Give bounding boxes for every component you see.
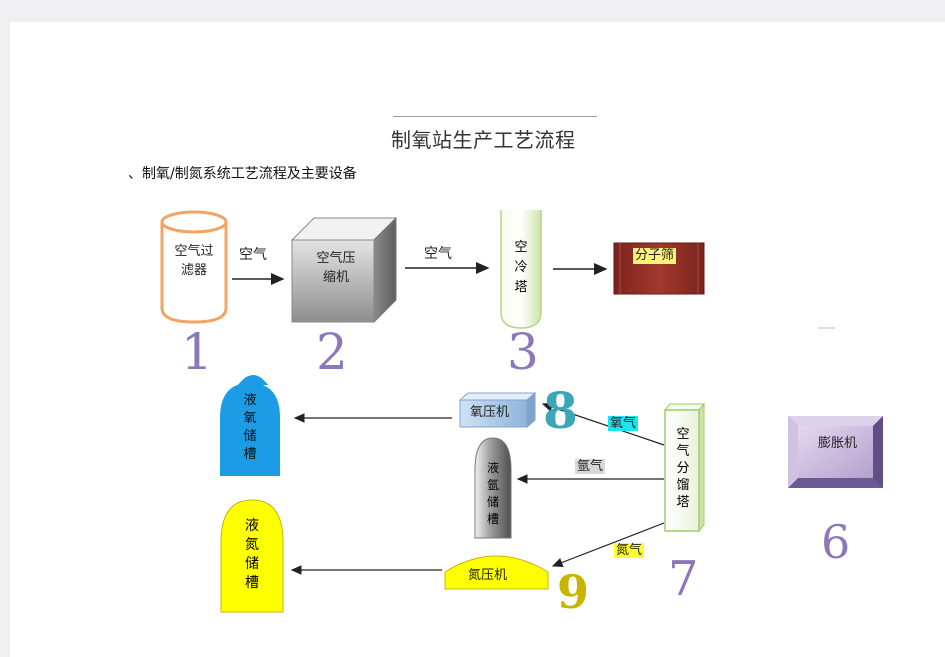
air-cooling-tower-label: 空冷塔 <box>514 240 528 295</box>
fractionation-tower-shape <box>663 402 706 533</box>
number-6: 6 <box>821 515 851 569</box>
expander-label: 膨胀机 <box>818 436 858 451</box>
liquid-oxygen-tank-label: 液氧储槽 <box>243 393 257 462</box>
nitrogen-flow-text: 氮气 <box>614 543 645 558</box>
document-page <box>10 22 945 657</box>
flow-label-nitrogen: 氮气 <box>614 541 645 560</box>
number-2: 2 <box>316 323 348 381</box>
title-rule <box>393 116 597 117</box>
number-7: 7 <box>668 551 699 607</box>
air-filter-label: 空气过滤器 <box>174 244 214 278</box>
flow-label-air-2: 空气 <box>424 246 452 262</box>
air-cooling-tower-shape <box>500 210 542 329</box>
liquid-oxygen-tank-shape <box>220 383 280 476</box>
oxygen-tank-cap <box>238 375 268 385</box>
flow-label-argon: 氩气 <box>575 457 606 476</box>
liquid-nitrogen-tank-label: 液氮储槽 <box>245 518 259 591</box>
argon-flow-text: 氩气 <box>575 459 606 474</box>
oxygen-flow-text: 氧气 <box>608 416 639 431</box>
page-title: 制氧站生产工艺流程 <box>391 128 576 152</box>
flow-label-oxygen: 氧气 <box>608 414 639 433</box>
liquid-nitrogen-tank-shape <box>220 499 284 613</box>
air-compressor-shape <box>290 216 398 324</box>
air-filter-shape <box>160 210 228 324</box>
oxygen-compressor-shape <box>458 391 537 429</box>
fractionation-tower-label: 空气分馏塔 <box>676 427 690 510</box>
nitrogen-compressor-shape <box>444 555 549 590</box>
number-8: 8 <box>543 381 578 440</box>
arrow-tower-to-oxygen-compressor <box>541 402 665 446</box>
number-1: 1 <box>181 323 213 381</box>
air-compressor-label: 空气压缩机 <box>316 251 356 285</box>
number-9: 9 <box>557 565 590 619</box>
arrow-tower-to-nitrogen-compressor <box>551 522 665 568</box>
flow-label-air-1: 空气 <box>239 247 267 263</box>
molecular-sieve-label: 分子筛 <box>633 248 677 264</box>
liquid-argon-tank-shape <box>474 437 512 539</box>
section-heading: 、制氧/制氮系统工艺流程及主要设备 <box>128 166 357 182</box>
nitrogen-compressor-label: 氮压机 <box>468 568 508 583</box>
liquid-argon-tank-label: 液氩储槽 <box>486 461 499 526</box>
number-3: 3 <box>507 323 539 381</box>
expander-shape <box>788 416 883 488</box>
oxygen-compressor-label: 氧压机 <box>470 405 510 420</box>
